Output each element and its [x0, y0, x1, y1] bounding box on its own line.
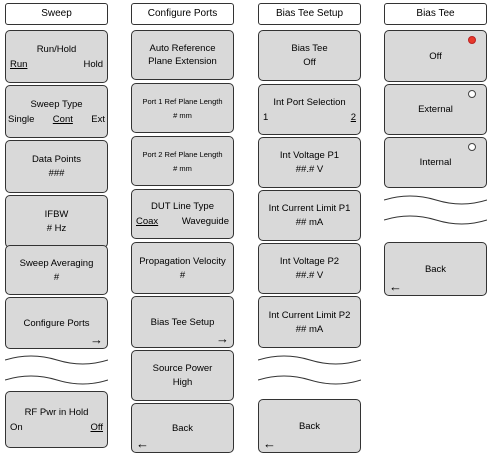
data-points-value: ### — [48, 168, 65, 179]
right-arrow-icon: → — [216, 331, 229, 346]
sweep-type-key[interactable]: Sweep Type Single Cont Ext — [5, 85, 108, 138]
int-current-limit-p1-key[interactable]: Int Current Limit P1 ## mA — [258, 190, 361, 241]
run-option: Run — [10, 58, 28, 70]
back-label: Back — [298, 420, 321, 432]
int-current-limit-p2-key[interactable]: Int Current Limit P2 ## mA — [258, 296, 361, 348]
back-key[interactable]: Back ← — [131, 403, 234, 453]
ifbw-value: # Hz — [46, 223, 67, 234]
bias-tee-off-key[interactable]: Off — [384, 30, 487, 82]
port1-ref-plane-key[interactable]: Port 1 Ref Plane Length # mm — [131, 83, 234, 133]
ifbw-label: IFBW — [44, 209, 69, 220]
bias-tee-key[interactable]: Bias Tee Off — [258, 30, 361, 81]
radio-selected-icon — [468, 36, 476, 44]
int-current-p1-value: ## mA — [295, 217, 324, 228]
dut-line-type-key[interactable]: DUT Line Type Coax Waveguide — [131, 189, 234, 239]
rf-pwr-hold-label: RF Pwr in Hold — [24, 406, 89, 418]
run-hold-label: Run/Hold — [36, 43, 77, 55]
int-voltage-p1-value: ##.# V — [295, 164, 324, 175]
data-points-label: Data Points — [31, 154, 82, 165]
off-label: Off — [429, 50, 442, 62]
bias-tee-setup-key[interactable]: Bias Tee Setup → — [131, 296, 234, 348]
int-voltage-p1-label: Int Voltage P1 — [279, 150, 340, 161]
bias-tee-external-key[interactable]: External — [384, 84, 487, 135]
configure-ports-key[interactable]: Configure Ports → — [5, 297, 108, 349]
propagation-velocity-key[interactable]: Propagation Velocity # — [131, 242, 234, 294]
propagation-label: Propagation Velocity — [139, 255, 226, 267]
data-points-key[interactable]: Data Points ### — [5, 140, 108, 193]
sweep-menu-title: Sweep — [5, 3, 108, 25]
int-current-p2-value: ## mA — [295, 323, 324, 335]
internal-label: Internal — [419, 157, 452, 168]
bias-tee-value: Off — [303, 57, 316, 68]
dut-line-label: DUT Line Type — [150, 201, 215, 212]
configure-ports-menu: Configure Ports Auto Reference Plane Ext… — [131, 3, 234, 453]
back-key[interactable]: Back ← — [258, 399, 361, 453]
sweep-menu: Sweep Run/Hold Run Hold Sweep Type Singl… — [5, 3, 108, 453]
menu-break — [5, 351, 108, 389]
source-power-value: High — [172, 377, 193, 388]
on-option: On — [10, 421, 23, 433]
bias-tee-internal-key[interactable]: Internal — [384, 137, 487, 188]
run-hold-key[interactable]: Run/Hold Run Hold — [5, 30, 108, 83]
radio-unselected-icon — [468, 90, 476, 98]
menu-break — [384, 191, 487, 229]
int-current-p1-label: Int Current Limit P1 — [268, 203, 351, 214]
port1-label: Port 1 Ref Plane Length — [142, 96, 223, 106]
sweep-averaging-key[interactable]: Sweep Averaging # — [5, 245, 108, 295]
bias-tee-menu-title: Bias Tee — [384, 3, 487, 25]
single-option: Single — [8, 113, 35, 125]
auto-ref-plane-key[interactable]: Auto Reference Plane Extension — [131, 30, 234, 80]
bias-tee-setup-label: Bias Tee Setup — [150, 316, 215, 328]
bias-tee-setup-menu: Bias Tee Setup Bias Tee Off Int Port Sel… — [258, 3, 361, 453]
auto-ref-line1: Auto Reference — [149, 43, 216, 54]
propagation-value: # — [179, 269, 186, 281]
source-power-key[interactable]: Source Power High — [131, 350, 234, 401]
int-voltage-p2-label: Int Voltage P2 — [279, 256, 340, 267]
port-2-option: 2 — [350, 111, 356, 123]
port-1-option: 1 — [263, 111, 269, 123]
cont-option: Cont — [52, 113, 73, 125]
off-option: Off — [90, 421, 104, 433]
radio-unselected-icon — [468, 143, 476, 151]
menu-break — [258, 351, 361, 389]
sweep-averaging-label: Sweep Averaging — [19, 257, 94, 269]
left-arrow-icon: ← — [263, 436, 276, 451]
int-voltage-p2-value: ##.# V — [295, 270, 324, 281]
int-voltage-p1-key[interactable]: Int Voltage P1 ##.# V — [258, 137, 361, 188]
back-key[interactable]: Back ← — [384, 242, 487, 296]
left-arrow-icon: ← — [389, 279, 402, 294]
source-power-label: Source Power — [152, 363, 213, 374]
external-label: External — [418, 104, 453, 115]
port2-label: Port 2 Ref Plane Length — [142, 149, 223, 159]
configure-ports-menu-title: Configure Ports — [131, 3, 234, 25]
rf-pwr-hold-key[interactable]: RF Pwr in Hold On Off — [5, 391, 108, 448]
port1-value: # mm — [173, 110, 192, 120]
bias-tee-label: Bias Tee — [291, 43, 328, 54]
int-port-label: Int Port Selection — [273, 96, 346, 108]
back-label: Back — [171, 422, 194, 434]
int-port-selection-key[interactable]: Int Port Selection 1 2 — [258, 84, 361, 135]
waveguide-option: Waveguide — [181, 216, 229, 227]
ifbw-key[interactable]: IFBW # Hz — [5, 195, 108, 248]
right-arrow-icon: → — [90, 332, 103, 347]
port2-value: # mm — [173, 163, 192, 173]
left-arrow-icon: ← — [136, 436, 149, 451]
auto-ref-line2: Plane Extension — [148, 56, 217, 67]
sweep-type-label: Sweep Type — [30, 98, 83, 110]
ext-option: Ext — [91, 113, 105, 125]
int-voltage-p2-key[interactable]: Int Voltage P2 ##.# V — [258, 243, 361, 294]
sweep-averaging-value: # — [53, 271, 60, 283]
hold-option: Hold — [83, 58, 103, 70]
port2-ref-plane-key[interactable]: Port 2 Ref Plane Length # mm — [131, 136, 234, 186]
back-label: Back — [424, 263, 447, 275]
configure-ports-label: Configure Ports — [23, 317, 90, 329]
bias-tee-menu: Bias Tee Off External Internal Back ← — [384, 3, 487, 298]
int-current-p2-label: Int Current Limit P2 — [268, 309, 351, 321]
coax-option: Coax — [136, 216, 159, 227]
bias-tee-setup-menu-title: Bias Tee Setup — [258, 3, 361, 25]
